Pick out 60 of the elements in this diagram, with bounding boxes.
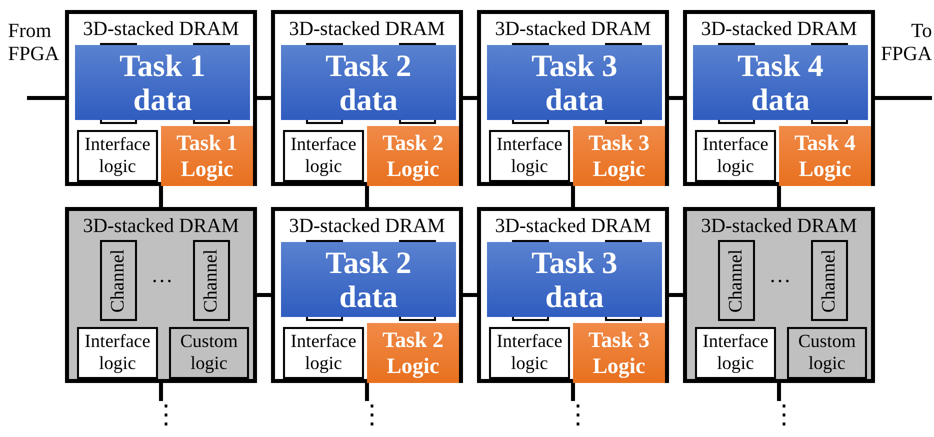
connector-line — [669, 293, 683, 297]
stack-heading: 3D-stacked DRAM — [700, 214, 858, 238]
port-label: From FPGA — [8, 20, 64, 98]
memory-stack-box — [477, 10, 669, 186]
vertical-ellipsis: ⋮ — [359, 401, 375, 429]
channel-box: Channel — [100, 240, 137, 321]
memory-stack-box — [683, 207, 875, 383]
interface-logic-box: Interface logic — [283, 327, 364, 379]
memory-stack-box — [683, 10, 875, 186]
connector-line — [777, 383, 781, 401]
connector-line — [365, 383, 369, 401]
interface-logic-box: Interface logic — [283, 130, 364, 182]
stack-heading: 3D-stacked DRAM — [82, 214, 240, 238]
task-logic-block: Task 2 Logic — [367, 126, 459, 186]
connector-line — [669, 96, 683, 100]
memory-stack-box — [271, 10, 463, 186]
connector-line — [257, 96, 271, 100]
memory-stack-box — [65, 207, 257, 383]
memory-stack-box — [477, 207, 669, 383]
connector-line — [875, 96, 932, 100]
connector-line — [257, 293, 271, 297]
channel-box: Channel — [193, 240, 230, 321]
interface-logic-box: Interface logic — [489, 327, 570, 379]
stack-heading: 3D-stacked DRAM — [82, 17, 240, 41]
ellipsis: … — [769, 264, 791, 286]
stack-heading: 3D-stacked DRAM — [700, 17, 858, 41]
custom-logic-box: Custom logic — [169, 327, 249, 379]
stack-heading: 3D-stacked DRAM — [494, 17, 652, 41]
stack-heading: 3D-stacked DRAM — [288, 17, 446, 41]
task-logic-block: Task 4 Logic — [779, 126, 871, 186]
connector-line — [159, 186, 163, 207]
connector-line — [571, 186, 575, 207]
task-logic-block: Task 3 Logic — [573, 323, 665, 383]
vertical-ellipsis: ⋮ — [153, 401, 169, 429]
ellipsis: … — [151, 264, 173, 286]
task-logic-block: Task 2 Logic — [367, 323, 459, 383]
channel-box: Channel — [811, 240, 848, 321]
interface-logic-box: Interface logic — [77, 327, 158, 379]
vertical-ellipsis: ⋮ — [565, 401, 581, 429]
connector-line — [365, 186, 369, 207]
connector-line — [463, 293, 477, 297]
interface-logic-box: Interface logic — [489, 130, 570, 182]
port-label: To FPGA — [874, 20, 932, 98]
connector-line — [571, 383, 575, 401]
interface-logic-box: Interface logic — [695, 130, 776, 182]
vertical-ellipsis: ⋮ — [771, 401, 787, 429]
stack-heading: 3D-stacked DRAM — [288, 214, 446, 238]
interface-logic-box: Interface logic — [77, 130, 158, 182]
memory-stack-box — [271, 207, 463, 383]
connector-line — [159, 383, 163, 401]
stack-heading: 3D-stacked DRAM — [494, 214, 652, 238]
task-logic-block: Task 1 Logic — [161, 126, 253, 186]
task-logic-block: Task 3 Logic — [573, 126, 665, 186]
custom-logic-box: Custom logic — [787, 327, 867, 379]
memory-stack-box — [65, 10, 257, 186]
interface-logic-box: Interface logic — [695, 327, 776, 379]
connector-line — [27, 96, 65, 100]
channel-box: Channel — [718, 240, 755, 321]
connector-line — [463, 96, 477, 100]
connector-line — [777, 186, 781, 207]
